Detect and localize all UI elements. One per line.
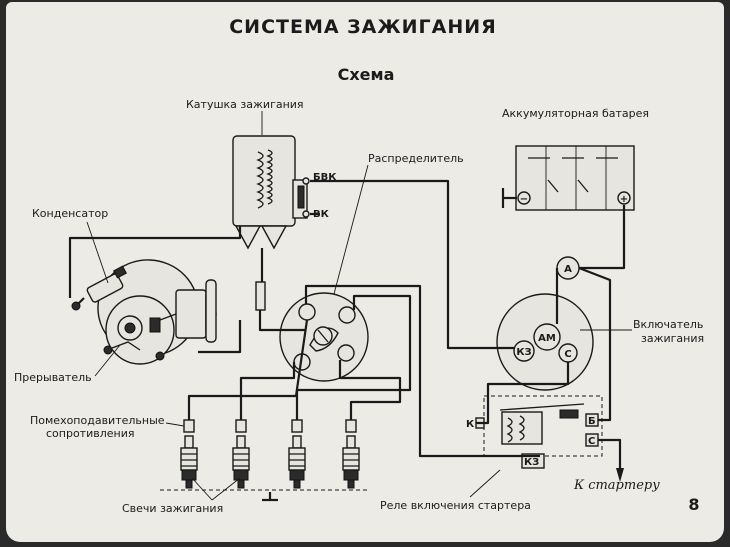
relay-label: Реле включения стартера bbox=[380, 499, 531, 512]
spark-plugs bbox=[160, 435, 370, 502]
battery-label: Аккумуляторная батарея bbox=[502, 107, 649, 120]
capacitor bbox=[71, 265, 127, 311]
switch-terminal-s: С bbox=[564, 349, 571, 360]
distributor-label: Распределитель bbox=[368, 152, 464, 165]
to-starter-label: К стартеру bbox=[573, 478, 660, 493]
resistors-label-line2: сопротивления bbox=[46, 427, 134, 440]
battery-component: − + bbox=[501, 145, 635, 211]
resistors-label-line1: Помехоподавительные bbox=[30, 414, 165, 427]
wiring bbox=[68, 179, 626, 482]
coil-label: Катушка зажигания bbox=[186, 98, 304, 111]
terminal-bvk: БВК bbox=[313, 172, 337, 183]
switch-terminal-kz: КЗ bbox=[516, 347, 531, 358]
switch-label-line2: зажигания bbox=[641, 332, 704, 345]
breaker-assembly bbox=[97, 259, 217, 365]
capacitor-label: Конденсатор bbox=[32, 207, 108, 220]
ignition-switch: АМ КЗ С bbox=[496, 293, 594, 391]
page-number: 8 bbox=[688, 495, 699, 514]
spark-plugs-label: Свечи зажигания bbox=[122, 502, 223, 515]
relay-terminal-k: К bbox=[466, 419, 475, 430]
relay-terminal-s: С bbox=[588, 436, 595, 447]
switch-label-line1: Включатель bbox=[633, 318, 703, 331]
switch-terminal-am: АМ bbox=[538, 333, 556, 344]
svg-text:A: A bbox=[564, 264, 572, 275]
svg-text:+: + bbox=[620, 194, 628, 205]
breaker-label: Прерыватель bbox=[14, 371, 92, 384]
ignition-coil bbox=[232, 135, 310, 250]
diagram-subtitle: Схема bbox=[338, 65, 395, 84]
diagram-title: СИСТЕМА ЗАЖИГАНИЯ bbox=[229, 16, 497, 38]
terminal-vk: ВК bbox=[313, 209, 330, 220]
svg-text:−: − bbox=[520, 194, 528, 205]
relay-terminal-b: Б bbox=[588, 416, 596, 427]
starter-relay bbox=[475, 395, 603, 469]
ammeter: A bbox=[556, 256, 580, 280]
suppression-resistors bbox=[183, 281, 357, 433]
relay-terminal-kz: КЗ bbox=[524, 457, 539, 468]
